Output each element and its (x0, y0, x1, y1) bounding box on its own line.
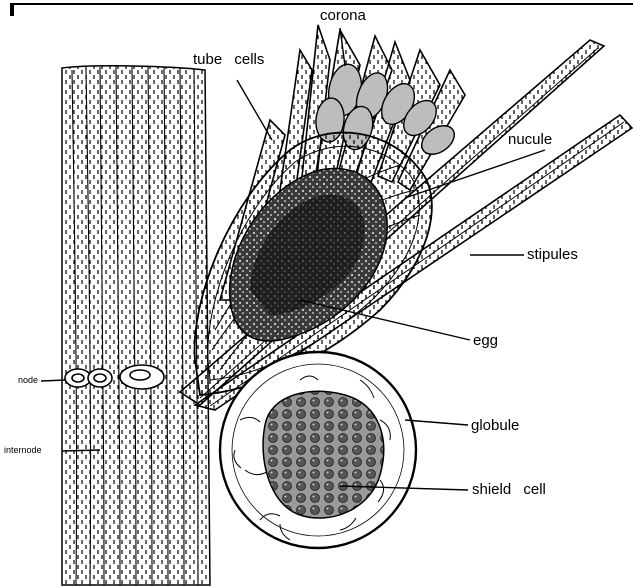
label-globule: globule (471, 418, 519, 433)
label-stipules: stipules (527, 247, 578, 262)
label-node: node (18, 376, 38, 385)
internode-stem (62, 66, 210, 585)
label-tube-cells: tube cells (193, 52, 264, 67)
label-nucule: nucule (508, 132, 552, 147)
label-internode: internode (4, 446, 42, 455)
label-egg: egg (473, 333, 498, 348)
label-corona: corona (320, 8, 366, 23)
label-shield-cell: shield cell (472, 482, 546, 497)
globule (220, 352, 416, 548)
